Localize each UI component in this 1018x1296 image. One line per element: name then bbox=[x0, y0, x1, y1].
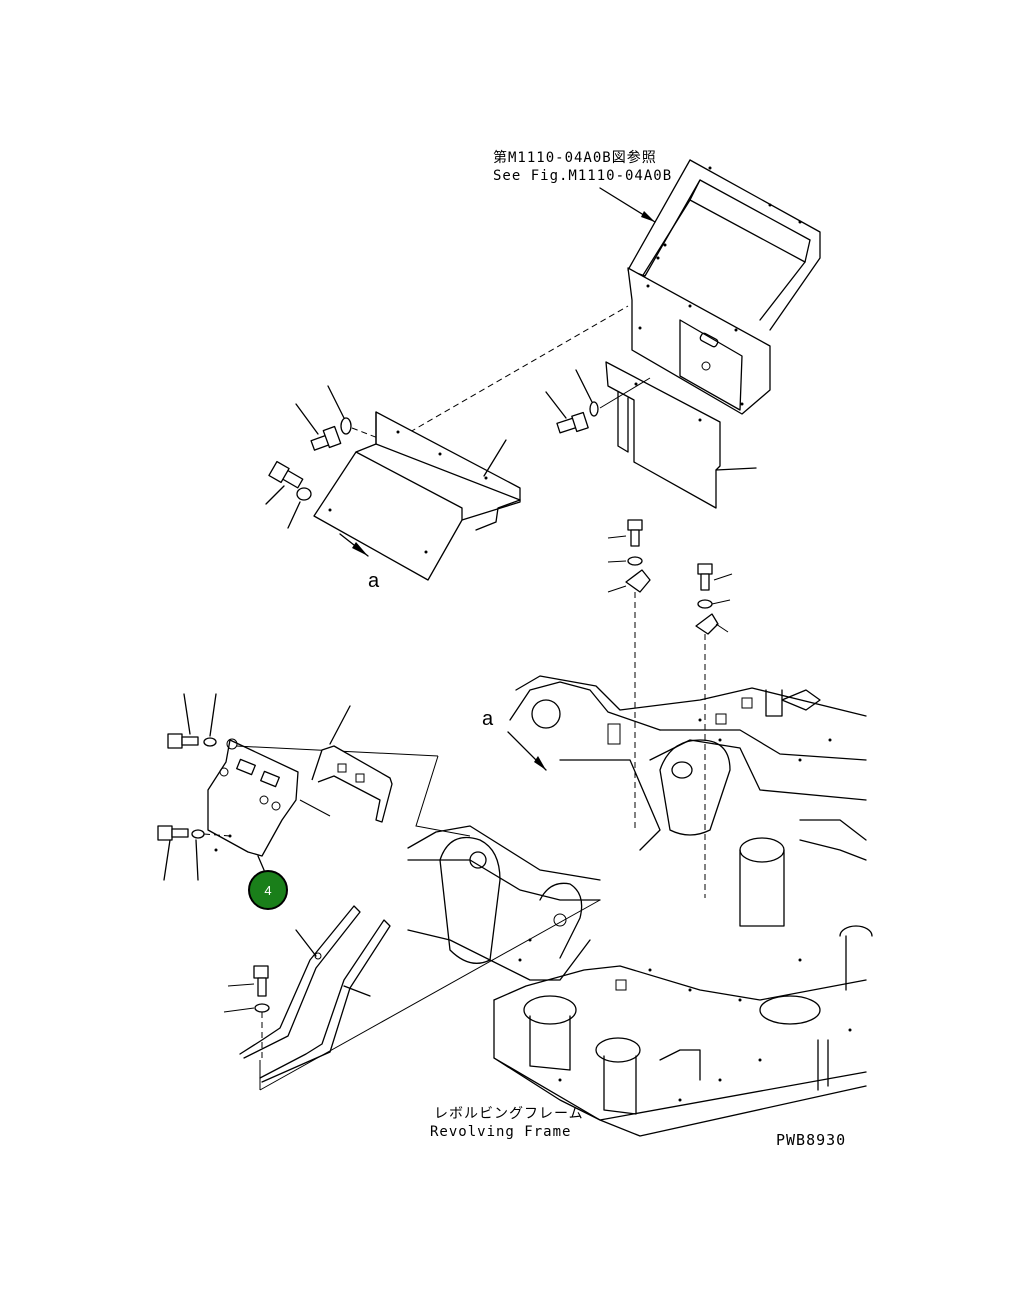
part-callout-number: 4 bbox=[264, 882, 272, 898]
bolt-center-1 bbox=[607, 519, 651, 830]
lower-panel bbox=[605, 361, 757, 509]
revolving-frame bbox=[407, 675, 873, 1137]
bolt-upper-right bbox=[545, 369, 651, 434]
view-a-label-lower: a bbox=[482, 708, 494, 730]
bolt-floor-1 bbox=[295, 385, 379, 451]
floor-plate bbox=[313, 411, 521, 581]
part-callout-4[interactable]: 4 bbox=[248, 870, 288, 910]
reference-jp: 第M1110-04A0B図参照 bbox=[493, 150, 657, 166]
view-a-label-upper: a bbox=[368, 570, 380, 592]
cab-frame bbox=[627, 159, 821, 331]
reference-en: See Fig.M1110-04A0B bbox=[493, 168, 673, 184]
rails bbox=[239, 899, 601, 1091]
bolt-cover-1 bbox=[167, 693, 217, 749]
drawing-code: PWB8930 bbox=[776, 1131, 847, 1149]
cover-plate bbox=[207, 738, 439, 871]
bolt-center-2 bbox=[695, 563, 733, 898]
bracket bbox=[311, 705, 471, 837]
frame-label-en: Revolving Frame bbox=[430, 1124, 572, 1140]
rear-panel bbox=[627, 267, 771, 415]
frame-label-jp: レボルビングフレーム bbox=[434, 1106, 584, 1122]
bolt-rail bbox=[223, 965, 270, 1058]
bolt-cover-2 bbox=[157, 825, 231, 881]
bolt-floor-2 bbox=[265, 460, 312, 529]
